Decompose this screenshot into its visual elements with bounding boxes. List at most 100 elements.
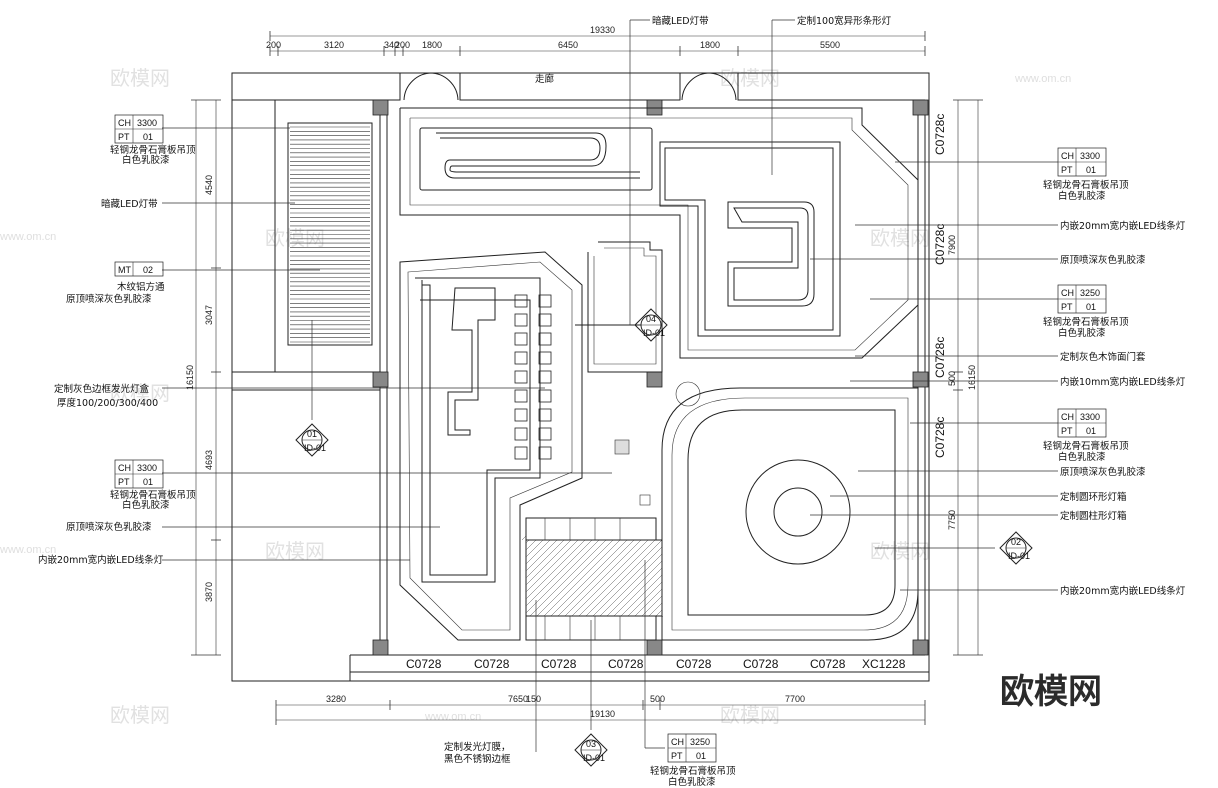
section-sheet: ID-01 [583,753,605,763]
dim-bottom-seg: 3280 [326,694,346,704]
watermark-logo: 欧模网 [870,226,930,250]
light-box-cell [514,408,528,422]
hatch-line [655,609,663,617]
ring-lightbox [745,459,851,565]
dim-right: 500 [947,371,957,386]
code-label: CH [671,737,684,747]
section-number: 02 [1011,537,1021,547]
hatch-line [525,539,558,572]
dim-top-seg: 1800 [422,40,442,50]
light-box-cell [514,332,528,346]
light-box-cell [514,370,528,384]
section-mark-03: 03 ID-01 [574,620,608,767]
light-box-cell [514,351,528,365]
code-label: PT [1061,302,1073,312]
entrance-doors [403,72,737,101]
light-box-cell [538,313,552,327]
watermark-logo: 欧模网 [110,381,170,405]
window-label: C0728 [676,657,712,671]
hatch-line [550,539,628,617]
code-value: 02 [143,265,153,275]
dim-top-seg: 5500 [820,40,840,50]
annotation-text: 轻钢龙骨石膏板吊顶 [110,144,196,156]
light-box-cell [538,446,552,460]
watermark-logo: 欧模网 [265,226,325,250]
section-mark-04: 04 ID-01 [634,308,668,342]
code-label: PT [1061,165,1073,175]
code-label: PT [671,751,683,761]
annotation-left-2: MT 02 木纹铝方通 原顶喷深灰色乳胶漆 [66,261,165,305]
ceiling-zone-center [575,241,663,373]
outer-boundary [231,72,930,682]
light-box-cell [538,351,552,365]
watermark-logo: 欧模网 [110,66,170,90]
window-label: XC1228 [862,657,906,671]
annotation-bottom-0: 定制发光灯膜， 黑色不锈钢边框 [444,741,511,765]
light-box-cell [538,332,552,346]
ceiling-zone-left [399,251,583,641]
code-label: CH [118,463,131,473]
watermark-logo: 欧模网 [720,703,780,727]
section-sheet: ID-01 [1008,551,1030,561]
hatch-line [571,539,649,617]
annotation-left-1: 暗藏LED灯带 [101,198,158,210]
light-box-cell [538,408,552,422]
light-box-cell [538,427,552,441]
annotation-right-0: CH 3300 PT 01 轻钢龙骨石膏板吊顶 白色乳胶漆 [1043,147,1129,202]
hatch-line [599,553,663,617]
hatch-line [525,539,593,607]
ceiling-zone-lower-right [661,381,919,641]
hatch-line [606,560,663,617]
watermark-logo: 欧模网 [720,66,780,90]
code-label: CH [1061,151,1074,161]
dim-left: 3047 [204,305,214,325]
hatch-line [620,574,663,617]
hatch-line [529,539,607,617]
annotation-text: 轻钢龙骨石膏板吊顶 [650,765,736,777]
watermark-logo: 欧模网 [870,539,930,563]
annotation-right-10: 内嵌20mm宽内嵌LED线条灯 [1060,585,1186,597]
annotation-text: 白色乳胶漆 [122,154,170,166]
light-box-cell [514,446,528,460]
annotation-text: 轻钢龙骨石膏板吊顶 [1043,440,1129,452]
annotation-right-4: 定制灰色木饰面门套 [1060,351,1146,363]
annotation-text: 白色乳胶漆 [122,499,170,511]
code-value: 3300 [137,463,157,473]
dim-top-seg: 200 [266,40,281,50]
bottom-dimensions: 3280 7650 150 500 7700 19130 [275,694,926,725]
hatch-line [564,539,642,617]
dim-right: 16150 [967,365,977,390]
brand-logo: 欧模网 [1000,672,1102,712]
top-dimensions: 19330 200 3120 340 200 1800 6450 1800 55… [266,25,926,56]
hatch-line [525,539,537,551]
dim-top-total: 19330 [590,25,615,35]
hatch-line [634,588,663,617]
window-labels-bottom: C0728 C0728 C0728 C0728 C0728 C0728 C072… [406,657,906,671]
hatch-line [543,539,621,617]
walls [231,72,930,682]
dim-bottom-seg: 500 [650,694,665,704]
watermark-url: www.om.cn [0,231,56,243]
light-box-cell [538,389,552,403]
right-dimensions: 7900 500 16150 7750 [947,99,983,656]
annotation-text: 白色乳胶漆 [1058,190,1106,202]
section-number: 01 [307,429,317,439]
light-box-cell [514,294,528,308]
annotation-text: 轻钢龙骨石膏板吊顶 [110,489,196,501]
wood-aluminum-grille [287,122,373,346]
watermark-url: www.om.cn [424,711,481,723]
annotation-text: 定制发光灯膜， [444,741,511,753]
window-label: C0728c [933,114,947,155]
hatch-line [521,535,527,541]
annotation-right-2: 原顶喷深灰色乳胶漆 [1060,254,1146,266]
window-label: C0728 [810,657,846,671]
dim-top-seg: 6450 [558,40,578,50]
code-value: 3300 [137,118,157,128]
code-value: 01 [143,477,153,487]
code-label: PT [1061,426,1073,436]
room-label: 走廊 [535,73,555,85]
annotation-text: 白色乳胶漆 [1058,451,1106,463]
annotation-text: 定制灰色边框发光灯盒 [54,383,150,395]
watermark-logo: 欧模网 [265,539,325,563]
